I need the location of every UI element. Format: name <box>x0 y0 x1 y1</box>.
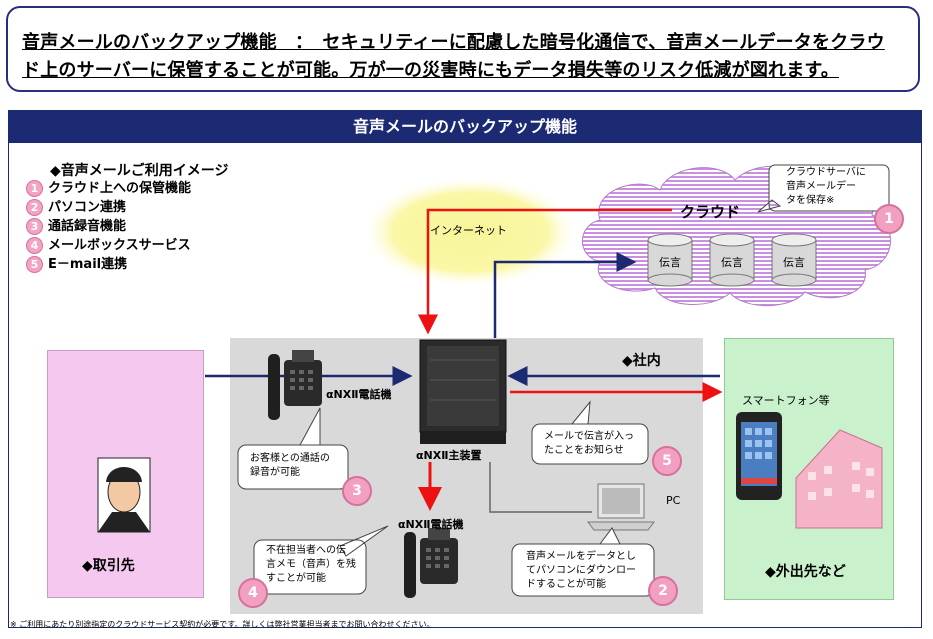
smartphone-icon <box>736 412 782 500</box>
phone-top-label: αNXⅡ電話機 <box>326 388 392 401</box>
storage-drums <box>647 233 817 287</box>
usage-title: ◆音声メールご利用イメージ <box>50 163 229 179</box>
main-unit-label: αNXⅡ主装置 <box>416 449 482 462</box>
phone-bottom-icon <box>404 528 458 598</box>
callout-pc-text: 音声メールをデータとしてパソコンにダウンロードすることが可能 <box>526 551 636 590</box>
arrow-unit-to-cloud <box>493 252 637 338</box>
badge-4: 4 <box>238 578 268 608</box>
storage-drum-3 <box>771 233 817 287</box>
callout-mailbox-bubble <box>253 525 389 595</box>
footnote: ※ ご利用にあたり別途指定のクラウドサービス契約が必要です。詳しくは弊社営業担当… <box>10 620 435 629</box>
callout-email-text: メールで伝言が入ったことをお知らせ <box>544 431 634 456</box>
person-on-phone-icon <box>97 457 151 533</box>
callout-recording-bubble <box>237 407 349 490</box>
phone-top-icon <box>268 350 322 420</box>
callout-mailbox-text: 不在担当者への伝言メモ（音声）を残すことが可能 <box>266 545 356 584</box>
panel-title: 音声メールのバックアップ機能 <box>9 111 921 143</box>
drum-label-1: 伝言 <box>659 256 681 269</box>
outside-area-label: ◆外出先など <box>765 564 846 580</box>
cloud-label: クラウド <box>680 203 741 221</box>
main-unit-icon <box>419 339 507 444</box>
line-unit-to-pc <box>489 462 592 513</box>
internal-area-label: ◆社内 <box>622 353 661 369</box>
badge-5: 5 <box>652 446 682 476</box>
headline-line-1: 音声メールのバックアップ機能 ： セキュリティーに配慮した暗号化通信で、音声メー… <box>22 32 885 53</box>
headline-box: 音声メールのバックアップ機能 ： セキュリティーに配慮した暗号化通信で、音声メー… <box>6 6 920 92</box>
pc-label: PC <box>666 494 681 507</box>
phone-bottom-label: αNXⅡ電話機 <box>398 518 464 531</box>
cloud-callout-text: クラウドサーバに音声メールデータを保存※ <box>786 167 866 206</box>
headline-line-2: ド上のサーバーに保管することが可能。万が一の災害時にもデータ損失等のリスク低減が… <box>22 60 840 81</box>
drum-label-3: 伝言 <box>783 256 805 269</box>
badge-2: 2 <box>648 576 678 606</box>
internet-label: インターネット <box>430 224 507 237</box>
storage-drum-1 <box>647 233 693 287</box>
pc-icon <box>587 483 655 531</box>
building-icon <box>795 429 883 529</box>
smartphone-label: スマートフォン等 <box>742 394 830 407</box>
arrow-cloud-to-unit <box>418 208 672 335</box>
diagram-panel <box>8 110 922 628</box>
cloud-callout-bubble <box>757 164 890 213</box>
drum-label-2: 伝言 <box>721 256 743 269</box>
badge-3: 3 <box>342 476 372 506</box>
callout-pc-bubble <box>511 527 655 597</box>
callout-recording-text: お客様との通話の録音が可能 <box>250 453 330 478</box>
callout-email-bubble <box>531 400 649 465</box>
storage-drum-2 <box>709 233 755 287</box>
client-area-label: ◆取引先 <box>82 558 135 574</box>
badge-1: 1 <box>874 204 904 234</box>
internet-ellipse <box>360 176 580 288</box>
